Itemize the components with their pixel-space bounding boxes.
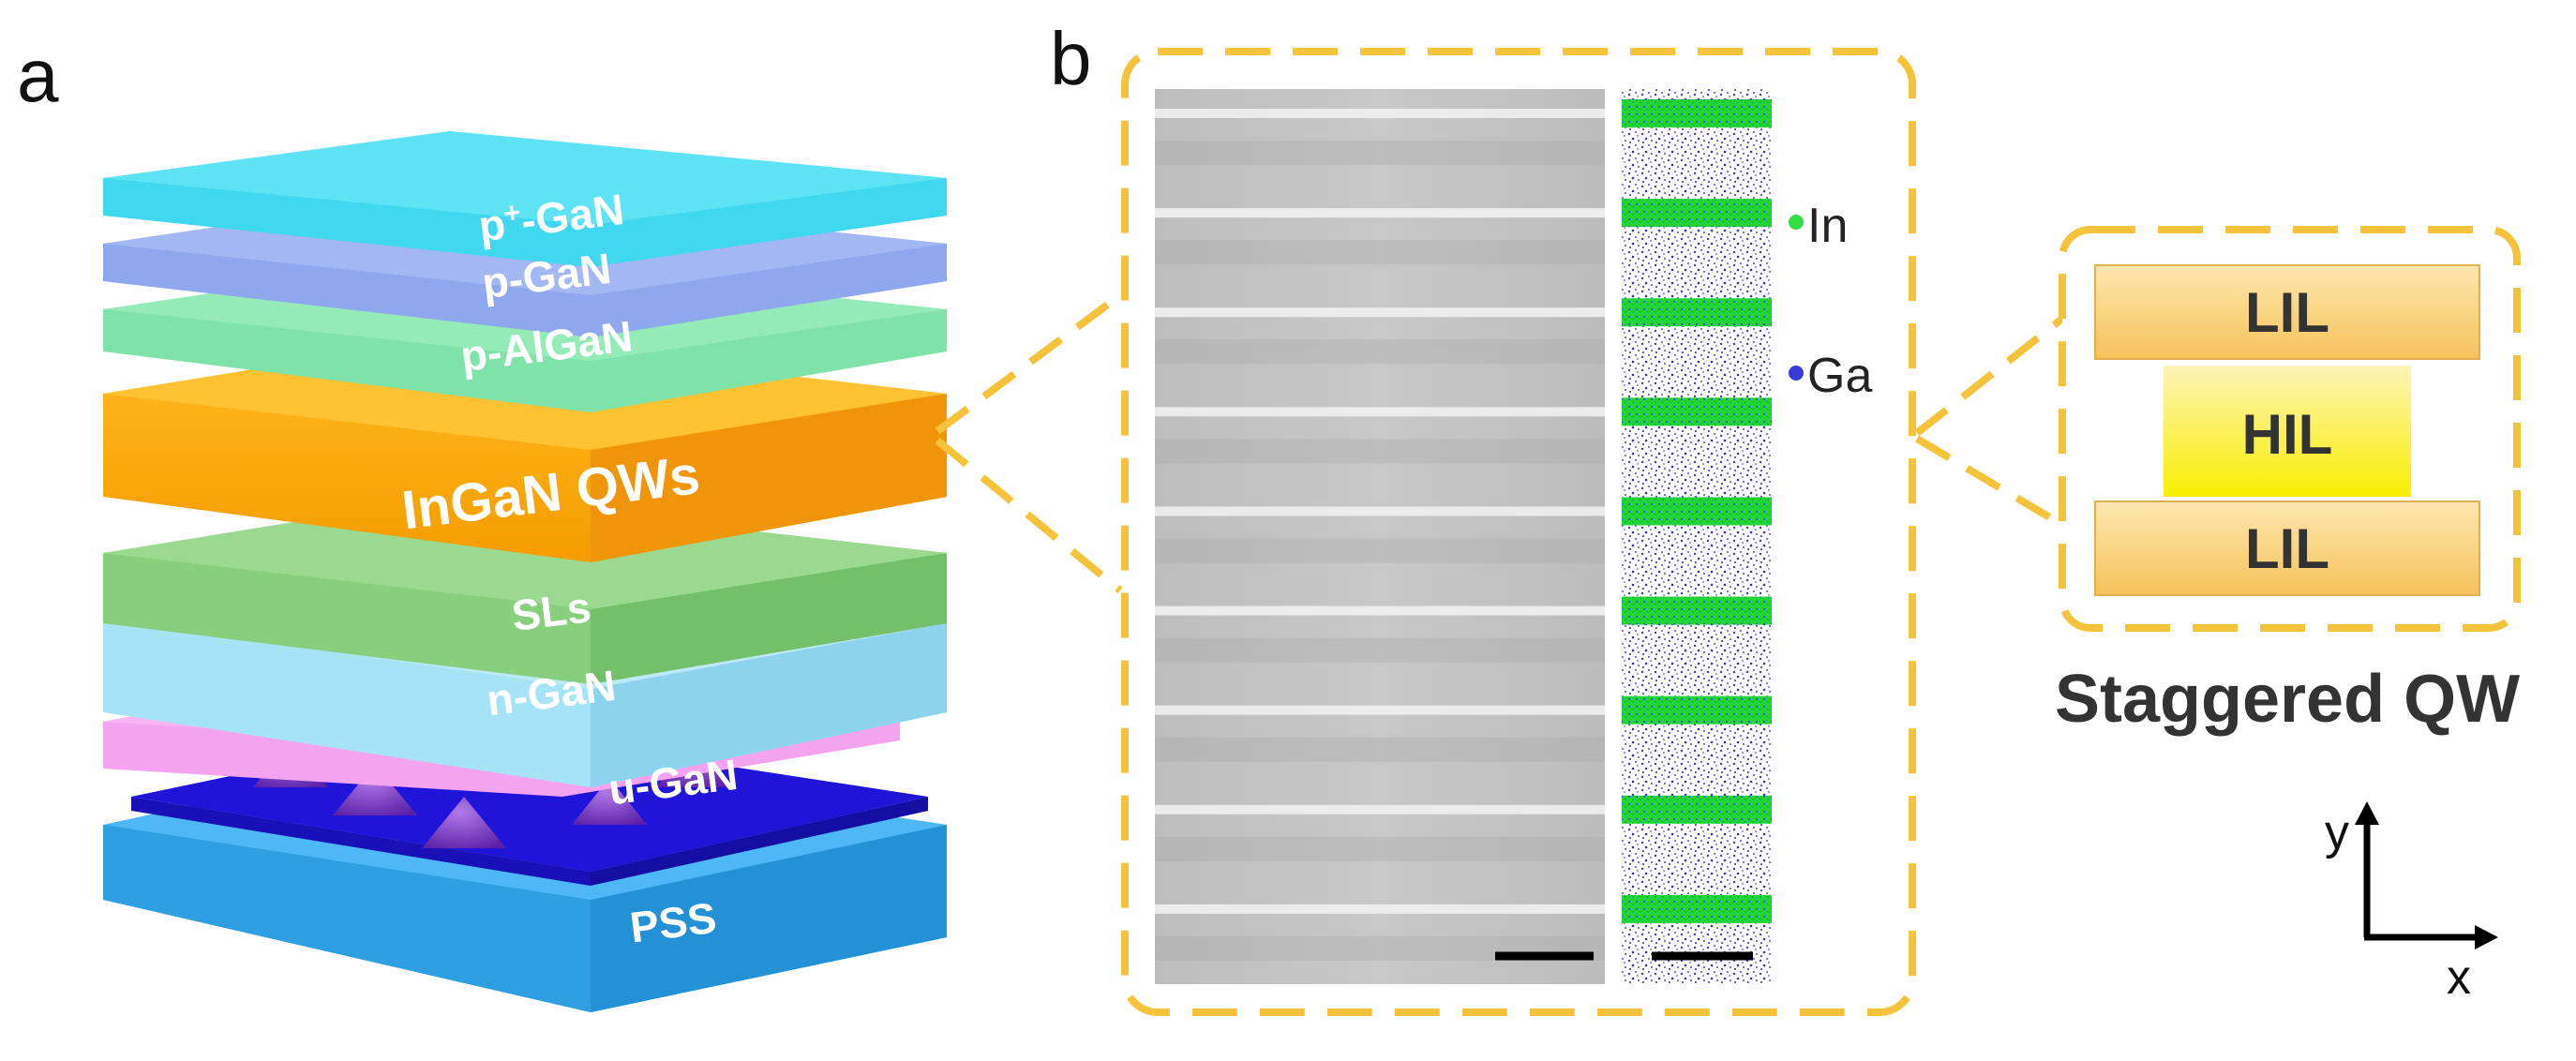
apt-in-band [1622, 99, 1772, 127]
layer-sls [103, 497, 947, 684]
stem-bright-band [1155, 705, 1605, 715]
stem-bright-band [1155, 407, 1605, 417]
panel-a-letter: a [17, 34, 59, 117]
apt-in-band [1622, 199, 1772, 228]
stem-bright-band [1155, 506, 1605, 516]
legend-in-label: In [1807, 199, 1848, 253]
label-sls: SLs [509, 582, 593, 640]
x-axis-label: x [2447, 950, 2471, 1005]
apt-in-band [1622, 795, 1772, 824]
y-axis-label: y [2325, 805, 2349, 859]
stem-bright-band [1155, 605, 1605, 616]
stem-bright-band [1155, 904, 1605, 914]
zoom-connector-a-b [935, 291, 1123, 594]
apt-in-band [1622, 894, 1772, 923]
lil-bottom-label: LIL [2245, 517, 2329, 580]
stem-bright-band [1155, 208, 1605, 218]
stem-dark-band [1155, 637, 1605, 663]
apt-in-band [1622, 596, 1772, 625]
axes-indicator: y x [2325, 801, 2498, 1005]
apt-in-band [1622, 298, 1772, 327]
stem-dark-band [1155, 737, 1605, 762]
stem-dark-band [1155, 240, 1605, 265]
stem-dark-band [1155, 836, 1605, 861]
stem-bright-band [1155, 804, 1605, 814]
stem-dark-band [1155, 439, 1605, 464]
layer-p-plus-gan [103, 131, 947, 267]
apt-in-band [1622, 695, 1772, 725]
stem-bands [1155, 109, 1605, 961]
legend-ga-marker [1789, 366, 1804, 381]
lil-top-label: LIL [2245, 281, 2329, 344]
hil-layer [2164, 366, 2411, 497]
panel-b-letter: b [1050, 17, 1092, 100]
x-axis-arrow-icon [2475, 925, 2498, 949]
cone [333, 764, 417, 815]
stem-dark-band [1155, 339, 1605, 365]
lil-top-layer [2094, 264, 2480, 360]
cone [572, 778, 647, 825]
staggered-qw-caption: Staggered QW [2055, 662, 2520, 737]
zoom-connector-b-qw [1914, 315, 2065, 529]
apt-map [1622, 89, 1772, 984]
apt-in-band [1622, 497, 1772, 526]
stem-image [1155, 89, 1605, 984]
apt-legend: In Ga [1789, 199, 1872, 403]
legend-in-marker [1789, 215, 1804, 230]
apt-in-bands [1622, 99, 1772, 923]
lil-bottom-layer [2094, 501, 2480, 596]
apt-in-band [1622, 397, 1772, 426]
stem-bright-band [1155, 109, 1605, 118]
stem-bright-band [1155, 307, 1605, 318]
cone [422, 797, 506, 848]
stem-dark-band [1155, 538, 1605, 563]
stem-dark-band [1155, 141, 1605, 165]
legend-ga-label: Ga [1807, 349, 1872, 403]
label-pss: PSS [627, 893, 719, 952]
hil-label: HIL [2242, 403, 2333, 466]
y-axis-arrow-icon [2355, 801, 2379, 825]
